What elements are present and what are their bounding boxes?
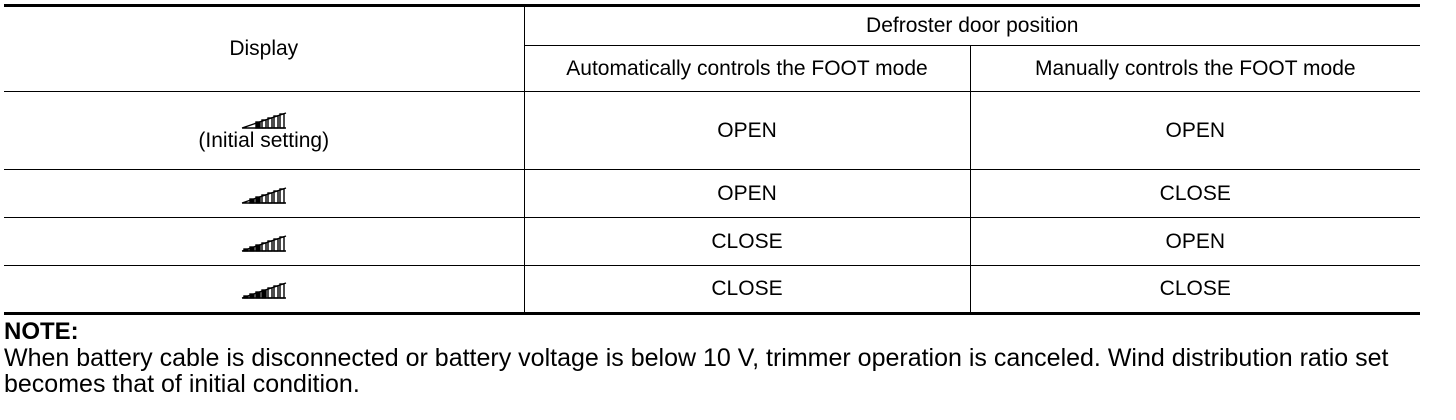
auto-foot-mode-header: Automatically controls the FOOT mode [524, 45, 971, 92]
manual-mode-value: CLOSE [969, 169, 1421, 218]
defroster-door-position-header: Defroster door position [523, 4, 1421, 46]
fan-level-3-icon [241, 235, 286, 252]
display-header: Display [4, 4, 525, 92]
table-row: CLOSE CLOSE [4, 265, 1421, 315]
auto-mode-value: OPEN [523, 91, 971, 170]
display-cell [4, 217, 525, 266]
manual-mode-value: CLOSE [969, 265, 1421, 315]
fan-level-4-icon [241, 282, 286, 300]
initial-setting-label: (Initial setting) [198, 128, 330, 152]
manual-mode-value: OPEN [969, 91, 1421, 170]
table-subheader-row: Automatically controls the FOOT mode Man… [4, 45, 1421, 92]
table-header-row: Display Defroster door position [4, 4, 1421, 92]
note-body: When battery cable is disconnected or ba… [4, 344, 1389, 398]
table-row: (Initial setting) OPEN OPEN [4, 91, 1421, 170]
defroster-door-table: Display Defroster door position Automati… [4, 4, 1421, 315]
display-cell: (Initial setting) [4, 91, 525, 170]
auto-mode-value: CLOSE [523, 265, 971, 315]
table-row: OPEN CLOSE [4, 169, 1421, 218]
auto-mode-value: OPEN [523, 169, 971, 218]
table-row: CLOSE OPEN [4, 217, 1421, 266]
display-cell [4, 169, 525, 218]
document-page: Display Defroster door position Automati… [4, 4, 1421, 398]
manual-foot-mode-header: Manually controls the FOOT mode [969, 45, 1421, 92]
fan-level-1-icon [241, 111, 286, 129]
display-cell [4, 265, 525, 315]
manual-mode-value: OPEN [969, 217, 1421, 266]
note-title: NOTE: [4, 318, 79, 345]
auto-mode-value: CLOSE [523, 217, 971, 266]
note-block: NOTE: When battery cable is disconnected… [4, 318, 1420, 398]
fan-level-2-icon [241, 187, 286, 204]
